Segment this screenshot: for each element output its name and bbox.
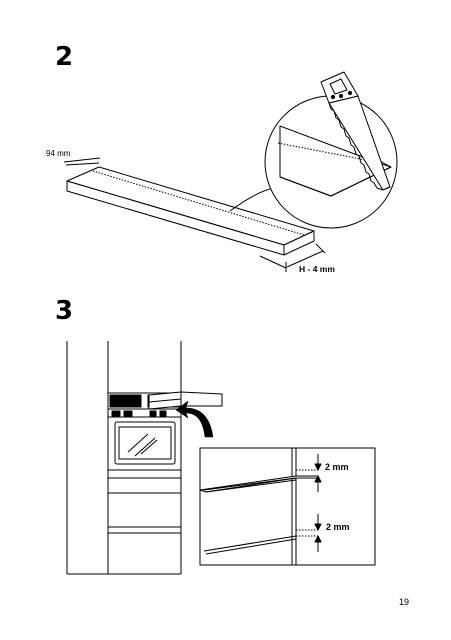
cut-height-label: H - 4 mm: [299, 264, 335, 274]
gap-bottom-label: 2 mm: [326, 522, 350, 532]
step-2-illustration: [63, 71, 398, 272]
gap-top-label: 2 mm: [325, 462, 349, 472]
step-3-number: 3: [55, 296, 74, 326]
saw-cutting-board-icon: [277, 71, 392, 197]
gap-detail-box: [199, 447, 376, 566]
curved-arrow-insert-icon: [175, 400, 214, 438]
height-dimension-line: [259, 243, 326, 272]
page-number: 19: [399, 597, 410, 607]
insert-shelf: [148, 391, 223, 410]
shelf-depth-label: 94 mm: [46, 149, 71, 158]
oven-opening: [107, 392, 182, 410]
tall-cabinet: [66, 341, 182, 575]
drawer-fronts: [108, 477, 181, 534]
oven-icon: [107, 408, 182, 471]
depth-dimension-line: [63, 157, 101, 166]
board-shape: [66, 166, 315, 256]
gap-arrows: [314, 454, 322, 552]
step-2-number: 2: [55, 42, 74, 72]
